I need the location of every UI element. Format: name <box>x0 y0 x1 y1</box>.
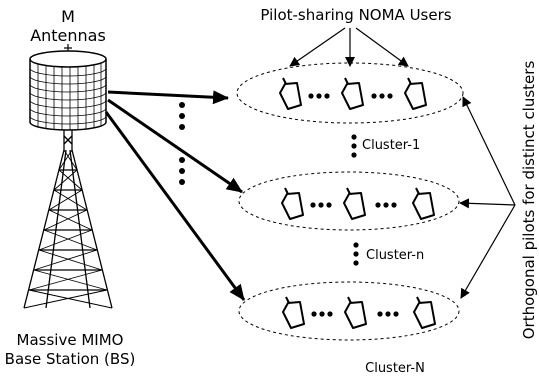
antenna-count-label: M <box>61 7 75 26</box>
antenna-array-icon <box>29 44 107 131</box>
cluster-1-label: Cluster-1 <box>362 138 420 153</box>
phone-icon <box>343 187 366 220</box>
orthogonal-pilots-note: Orthogonal pilots for distinct clusters <box>520 61 538 340</box>
pilot-sharing-arrows <box>289 27 409 67</box>
phone-icon <box>404 77 427 110</box>
orthogonal-pilot-arrows <box>459 96 516 299</box>
cluster-N <box>238 281 460 341</box>
phone-icon <box>413 296 436 329</box>
phone-icon <box>279 77 302 110</box>
bs-to-cluster-arrows <box>104 90 246 301</box>
ellipsis-dots-icon <box>179 102 185 185</box>
phone-icon <box>341 77 364 110</box>
arrow-to-cluster-N <box>104 111 246 301</box>
ellipsis-dots-icon <box>353 242 359 266</box>
bs-name-line2: Base Station (BS) <box>5 350 136 368</box>
cluster-n-label: Cluster-n <box>366 248 424 263</box>
users-title: Pilot-sharing NOMA Users <box>260 6 451 24</box>
cluster-1 <box>236 62 464 124</box>
phone-icon <box>344 296 367 329</box>
cluster-n <box>238 171 460 231</box>
lattice-tower-icon <box>23 130 113 309</box>
ellipsis-dots-icon <box>351 134 357 158</box>
bs-name-line1: Massive MIMO <box>17 331 124 349</box>
cluster-N-label: Cluster-N <box>365 361 425 376</box>
phone-icon <box>282 296 305 329</box>
antennas-label: Antennas <box>30 26 106 45</box>
arrow-to-cluster-n <box>107 98 243 194</box>
phone-icon <box>281 187 304 220</box>
arrow-to-cluster-1 <box>107 90 229 105</box>
phone-icon <box>412 187 435 220</box>
